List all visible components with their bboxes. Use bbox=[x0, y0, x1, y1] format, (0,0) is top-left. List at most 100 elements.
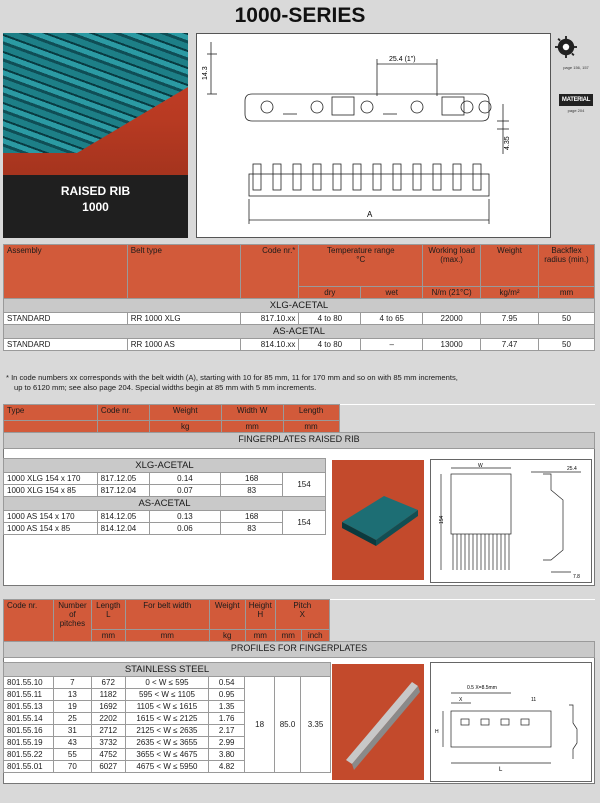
dim-11-label: 11 bbox=[531, 697, 536, 703]
profile-drawing-svg: 0.5 X=8.5mm X 11 L H bbox=[435, 685, 578, 773]
col-pitch-mm: mm bbox=[274, 629, 302, 642]
dim-254-label: 25.4 bbox=[567, 466, 577, 472]
col-assembly: Assembly bbox=[3, 244, 128, 299]
cell-code: 817.12.04 bbox=[96, 484, 150, 497]
col-length: Length bbox=[282, 404, 340, 421]
cell-length: 2712 bbox=[90, 724, 126, 737]
cell-range: 3655 < W ≤ 4675 bbox=[124, 748, 210, 761]
cell-pitches: 31 bbox=[52, 724, 92, 737]
cell-wet: – bbox=[360, 338, 424, 351]
dim-l-label: L bbox=[499, 767, 503, 773]
belt-drawing-svg: 14.3 25.4 (1") 4.35 A bbox=[202, 42, 511, 224]
col-code: Code nr.* bbox=[240, 244, 300, 299]
dim-78-label: 7.8 bbox=[573, 574, 580, 580]
page-title: 1000-SERIES bbox=[234, 4, 366, 27]
cell-pitches: 25 bbox=[52, 712, 92, 725]
col-load: Working load (max.) bbox=[422, 244, 482, 287]
cell-code: 801.55.13 bbox=[3, 700, 54, 713]
cell-type: 1000 AS 154 x 85 bbox=[3, 522, 98, 535]
col-backflex-unit: mm bbox=[538, 286, 595, 299]
cell-range: 1615 < W ≤ 2125 bbox=[124, 712, 210, 725]
group-band: XLG-ACETAL bbox=[3, 458, 326, 473]
cell-range: 4675 < W ≤ 5950 bbox=[124, 760, 210, 773]
group-band: XLG-ACETAL bbox=[3, 298, 595, 313]
cell-pitches: 7 bbox=[52, 676, 92, 689]
cell-range: 2635 < W ≤ 3655 bbox=[124, 736, 210, 749]
fingerplates-table: Type Code nr. Weight Width W Length kg m… bbox=[3, 404, 595, 449]
cell-code: 814.12.05 bbox=[96, 510, 150, 523]
group-band: AS-ACETAL bbox=[3, 324, 595, 339]
footnote-line-1: * In code numbers xx corresponds with th… bbox=[6, 373, 458, 382]
belts-table: Assembly Belt type Code nr.* Temperature… bbox=[3, 244, 595, 351]
cell-pitches: 19 bbox=[52, 700, 92, 713]
profile-image bbox=[346, 682, 420, 770]
cell-length: 154 bbox=[282, 510, 326, 535]
dim-x-label: X bbox=[459, 697, 463, 703]
cell-weight: 4.82 bbox=[208, 760, 246, 773]
cell-dry: 4 to 80 bbox=[298, 312, 362, 325]
fingerplate-photo bbox=[332, 460, 424, 580]
cell-pitches: 13 bbox=[52, 688, 92, 701]
cell-length: 3732 bbox=[90, 736, 126, 749]
col-backflex: Backflex radius (min.) bbox=[538, 244, 595, 287]
sprocket-icon bbox=[555, 36, 577, 58]
cell-code: 801.55.16 bbox=[3, 724, 54, 737]
col-length-unit: mm bbox=[282, 420, 340, 433]
col-belt-type: Belt type bbox=[126, 244, 242, 299]
dim-w-label: W bbox=[478, 463, 483, 469]
reference-icons: page 156, 157 MATERIAL page 204 bbox=[555, 33, 597, 113]
cell-weight: 0.95 bbox=[208, 688, 246, 701]
dim-pitch-label: 25.4 (1") bbox=[389, 56, 416, 63]
material-page-note: page 204 bbox=[567, 108, 585, 113]
cell-code: 801.55.22 bbox=[3, 748, 54, 761]
cell-assembly: STANDARD bbox=[3, 338, 128, 351]
group-band: AS-ACETAL bbox=[3, 496, 326, 511]
material-icon: MATERIAL bbox=[559, 94, 593, 106]
col-weight-unit: kg bbox=[208, 629, 246, 642]
cell-code: 801.55.19 bbox=[3, 736, 54, 749]
cell-range: 1105 < W ≤ 1615 bbox=[124, 700, 210, 713]
cell-code: 801.55.14 bbox=[3, 712, 54, 725]
cell-weight: 0.14 bbox=[148, 472, 222, 485]
cell-weight: 3.80 bbox=[208, 748, 246, 761]
section-title: PROFILES FOR FINGERPLATES bbox=[3, 641, 595, 658]
dim-rib-label: 4.35 bbox=[504, 136, 511, 150]
cell-type: 1000 XLG 154 x 170 bbox=[3, 472, 98, 485]
col-pitches: Number of pitches bbox=[52, 599, 92, 642]
col-height-unit: mm bbox=[244, 629, 276, 642]
cell-weight: 0.07 bbox=[148, 484, 222, 497]
cell-code: 817.10.xx bbox=[240, 312, 300, 325]
cell-width: 168 bbox=[220, 472, 284, 485]
cell-dry: 4 to 80 bbox=[298, 338, 362, 351]
footnote-line-2: up to 6120 mm; see also page 204. Specia… bbox=[14, 382, 317, 392]
col-width-unit: mm bbox=[220, 420, 284, 433]
table-row: STANDARD RR 1000 AS 814.10.xx 4 to 80 – … bbox=[3, 338, 595, 351]
cell-pitches: 43 bbox=[52, 736, 92, 749]
table-row: STANDARD RR 1000 XLG 817.10.xx 4 to 80 4… bbox=[3, 312, 595, 325]
cell-pitch-inch: 3.35 bbox=[300, 676, 331, 773]
col-code: Code nr. bbox=[96, 404, 150, 421]
cell-length: 672 bbox=[90, 676, 126, 689]
cell-length: 4752 bbox=[90, 748, 126, 761]
fingerplate-image bbox=[342, 496, 418, 546]
table-row: 1000 XLG 154 x 85 817.12.04 0.07 83 bbox=[3, 484, 326, 497]
cell-code: 801.55.11 bbox=[3, 688, 54, 701]
cell-length: 6027 bbox=[90, 760, 126, 773]
section-title: FINGERPLATES RAISED RIB bbox=[3, 432, 595, 449]
table-row: 1000 AS 154 x 170 814.12.05 0.13 168 154 bbox=[3, 510, 326, 535]
cell-weight: 2.99 bbox=[208, 736, 246, 749]
col-for-belt: For belt width bbox=[124, 599, 210, 630]
caption-line-1: RAISED RIB bbox=[60, 184, 131, 198]
profile-drawing: 0.5 X=8.5mm X 11 L H bbox=[430, 662, 592, 782]
cell-code: 801.55.01 bbox=[3, 760, 54, 773]
cell-weight: 1.76 bbox=[208, 712, 246, 725]
fingerplates-data: XLG-ACETAL 1000 XLG 154 x 170 817.12.05 … bbox=[3, 458, 326, 535]
table-row: 1000 AS 154 x 85 814.12.04 0.06 83 bbox=[3, 522, 326, 535]
cell-code: 814.12.04 bbox=[96, 522, 150, 535]
col-weight-unit: kg bbox=[148, 420, 222, 433]
